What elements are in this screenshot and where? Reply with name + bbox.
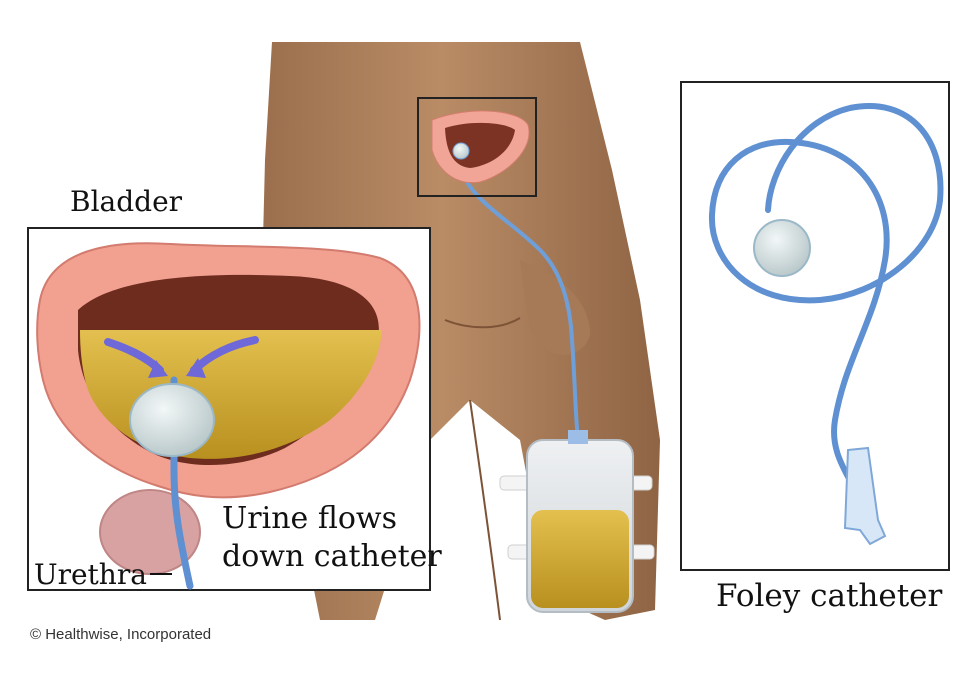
foley-catheter-label: Foley catheter xyxy=(716,578,943,614)
foley-connector xyxy=(843,446,887,546)
body-inset-bladder xyxy=(431,110,530,184)
inset-balloon xyxy=(129,383,215,457)
urine-bag xyxy=(526,430,634,613)
body-inset-frame xyxy=(417,97,537,197)
flow-arrow-left-head xyxy=(148,360,168,378)
foley-panel-frame xyxy=(680,81,950,571)
flow-arrow-right-head xyxy=(186,358,206,378)
foley-catheter-tube xyxy=(708,103,944,493)
copyright-text: © Healthwise, Incorporated xyxy=(30,626,212,643)
urine-flow-label-line-1: Urine flows xyxy=(222,501,397,536)
bladder-label: Bladder xyxy=(70,185,183,218)
inset-catheter-tube xyxy=(170,376,194,590)
foley-balloon xyxy=(753,219,811,277)
urine-flow-label: Urine flows down catheter xyxy=(222,500,442,576)
urethra-label: Urethra xyxy=(34,558,147,591)
drainage-tube xyxy=(460,169,580,441)
urine-flow-label-line-2: down catheter xyxy=(222,539,442,574)
